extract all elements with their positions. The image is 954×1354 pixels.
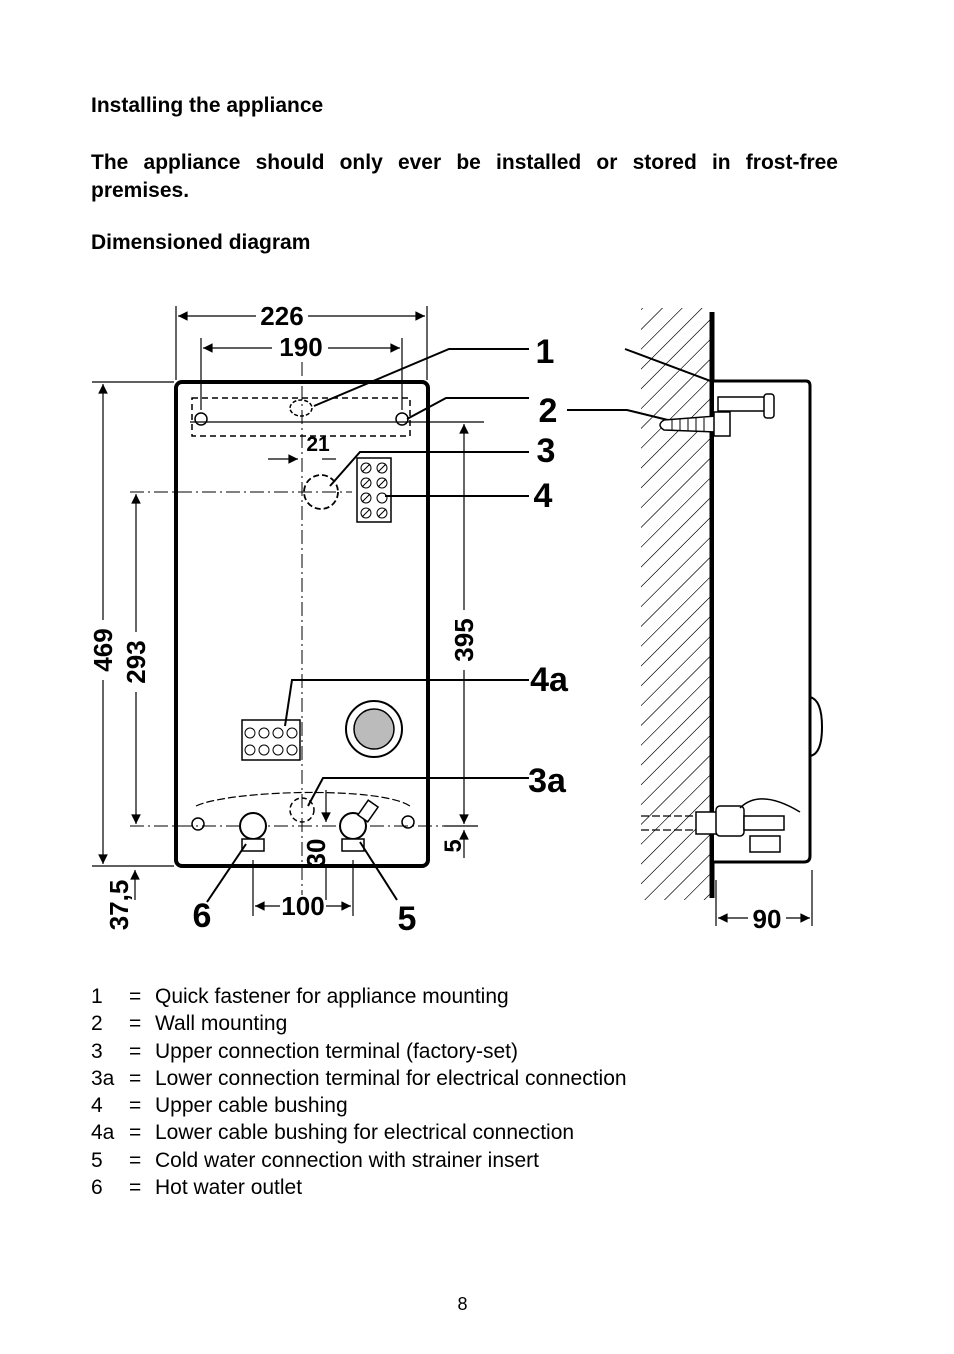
upper-terminal-block <box>356 457 392 523</box>
callout-2: 2 <box>539 392 558 430</box>
legend-item: 3 = Upper connection terminal (factory-set… <box>91 1038 627 1065</box>
callout-6: 6 <box>193 897 212 935</box>
dim-37-5: 37,5 <box>104 880 134 931</box>
legend-equals: = <box>129 1066 142 1090</box>
legend-equals: = <box>129 1012 142 1036</box>
legend-text: Upper cable bushing <box>155 1094 348 1118</box>
legend-item: 2 = Wall mounting <box>91 1010 627 1037</box>
legend-number: 3 <box>91 1039 103 1063</box>
legend-number: 4a <box>91 1121 115 1145</box>
appliance-front-outline <box>174 380 430 868</box>
quick-fastener <box>289 399 313 417</box>
legend-number: 6 <box>91 1176 103 1200</box>
legend-text: Upper connection terminal (factory-set) <box>155 1039 518 1063</box>
rail-screw-right <box>395 412 409 426</box>
legend-item: 5 = Cold water connection with strainer in… <box>91 1147 627 1174</box>
legend-item: 4a = Lower cable bushing for electrical co… <box>91 1119 627 1146</box>
legend-text: Hot water outlet <box>155 1176 303 1200</box>
lower-terminal-block <box>241 719 301 761</box>
legend-text: Cold water connection with strainer inse… <box>155 1148 540 1172</box>
legend-text: Quick fastener for appliance mounting <box>155 985 509 1008</box>
legend-item: 1 = Quick fastener for appliance mounting <box>91 983 627 1010</box>
page-number: 8 <box>457 1294 468 1314</box>
dimensioned-diagram: 226 190 21 469 293 395 30 5 100 37,5 1 2… <box>88 301 824 938</box>
legend-text: Wall mounting <box>155 1012 288 1036</box>
callout-4a: 4a <box>530 661 569 699</box>
dim-5: 5 <box>440 839 467 852</box>
legend-number: 2 <box>91 1012 103 1036</box>
dim-100: 100 <box>281 891 324 921</box>
indicator-lamp <box>353 708 395 750</box>
appliance-side-outline <box>714 379 812 864</box>
legend-item: 6 = Hot water outlet <box>91 1174 627 1201</box>
legend-equals: = <box>129 1094 142 1118</box>
dim-395: 395 <box>449 618 479 661</box>
front-dimensions <box>92 306 478 916</box>
legend-equals: = <box>129 1176 142 1200</box>
side-view <box>641 308 824 926</box>
legend-equals: = <box>129 1121 142 1145</box>
dim-226: 226 <box>260 301 303 331</box>
legend-item: 3a = Lower connection terminal for electri… <box>91 1065 627 1092</box>
dim-293: 293 <box>121 640 151 683</box>
dim-190: 190 <box>279 332 322 362</box>
legend-item: 4 = Upper cable bushing <box>91 1092 627 1119</box>
callout-3a: 3a <box>528 762 567 800</box>
upper-cable-bushing <box>303 474 339 510</box>
mounting-rail <box>191 397 411 437</box>
section-title: Installing the appliance <box>91 94 324 117</box>
frost-warning: The appliance should only ever be instal… <box>91 151 838 202</box>
dim-21: 21 <box>306 433 330 456</box>
legend-text: Lower connection terminal for electrical… <box>155 1066 627 1090</box>
dim-30: 30 <box>301 839 331 868</box>
indicator-lamp-ring <box>345 700 403 758</box>
legend-number: 4 <box>91 1094 103 1118</box>
hot-water-fitting <box>239 812 267 840</box>
legend-text: Lower cable bushing for electrical conne… <box>155 1121 575 1145</box>
side-knob <box>809 696 824 757</box>
legend-number: 3a <box>91 1066 115 1090</box>
legend-equals: = <box>129 1148 142 1172</box>
legend-number: 5 <box>91 1148 103 1172</box>
rail-screw-left <box>194 412 208 426</box>
lower-cable-bushing <box>289 797 315 823</box>
callout-1: 1 <box>536 333 555 371</box>
legend-list: 1=Quick fastener for appliance mounting … <box>91 983 627 1201</box>
front-view <box>130 362 484 895</box>
callout-4: 4 <box>534 477 553 515</box>
callout-3: 3 <box>537 432 556 470</box>
legend-equals: = <box>129 985 142 1008</box>
callout-5: 5 <box>398 900 417 938</box>
diagram-title: Dimensioned diagram <box>91 231 311 254</box>
dim-469: 469 <box>88 628 118 671</box>
legend-number: 1 <box>91 985 103 1008</box>
legend-equals: = <box>129 1039 142 1063</box>
dim-90: 90 <box>753 904 782 934</box>
